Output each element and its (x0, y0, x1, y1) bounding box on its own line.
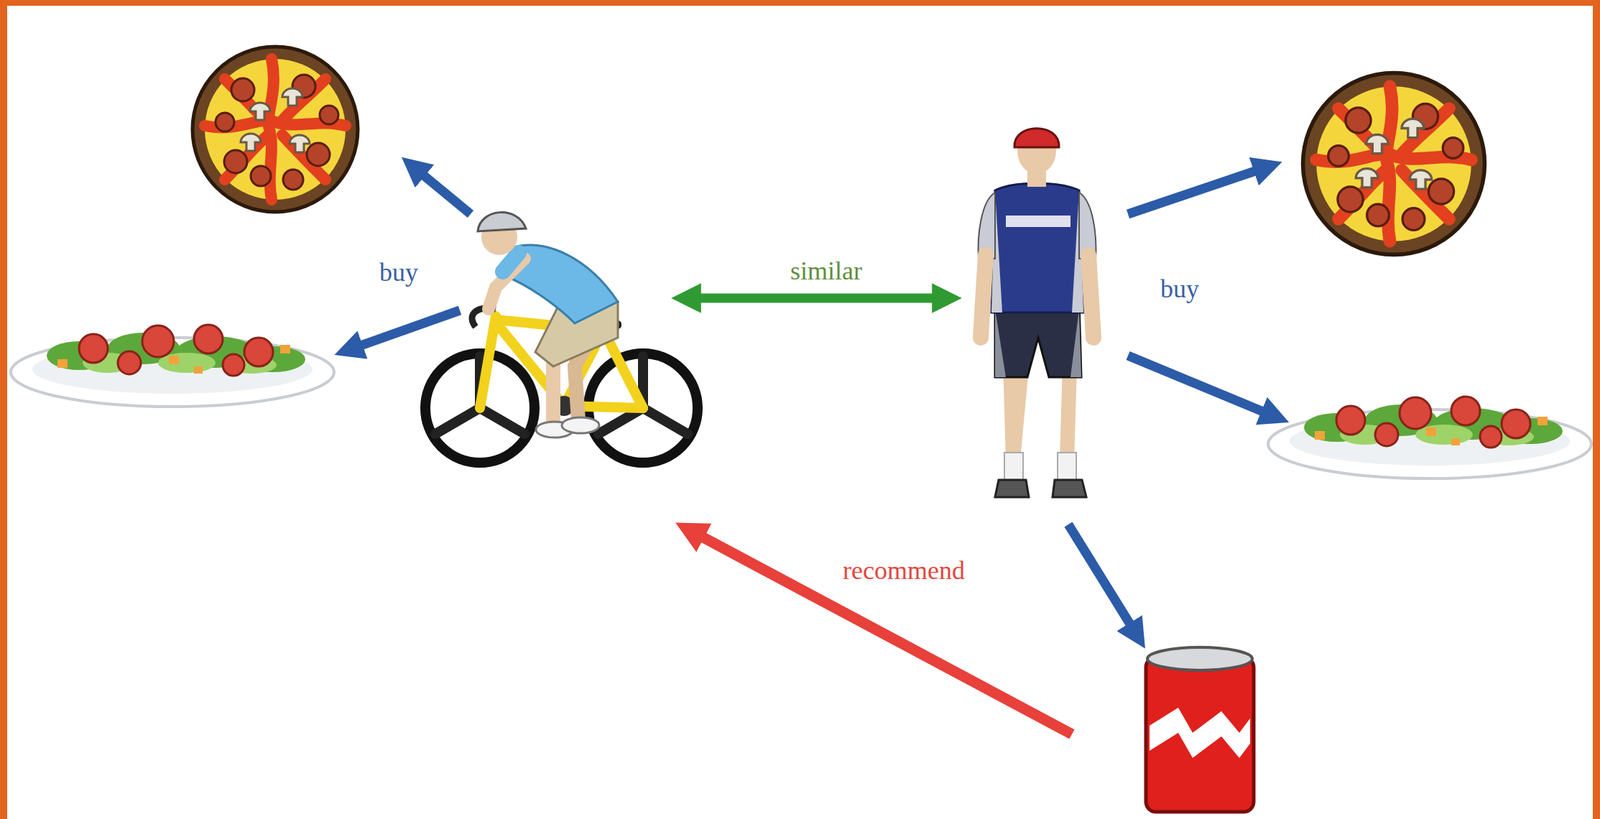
relation-label: similar (790, 257, 863, 286)
standing-cyclist (978, 127, 1097, 498)
action-label: buy (1160, 275, 1200, 304)
recommend-arrow (689, 530, 1072, 735)
pizza (1303, 73, 1486, 256)
buy-arrow (413, 166, 471, 215)
soda-can (1145, 647, 1254, 812)
salad (1268, 396, 1592, 479)
pizza (192, 46, 358, 212)
similar-arrow (686, 293, 947, 304)
salad (10, 324, 335, 407)
action-label: recommend (842, 556, 965, 586)
frame-right (1592, 0, 1600, 819)
buy-arrow (1068, 524, 1138, 636)
frame-left (0, 0, 8, 819)
buy-arrow (348, 310, 460, 350)
buy-arrow (1127, 355, 1276, 417)
frame-top (0, 0, 1600, 6)
buy-arrow (1127, 166, 1269, 215)
action-label: buy (379, 258, 419, 288)
cyclist (425, 212, 698, 463)
